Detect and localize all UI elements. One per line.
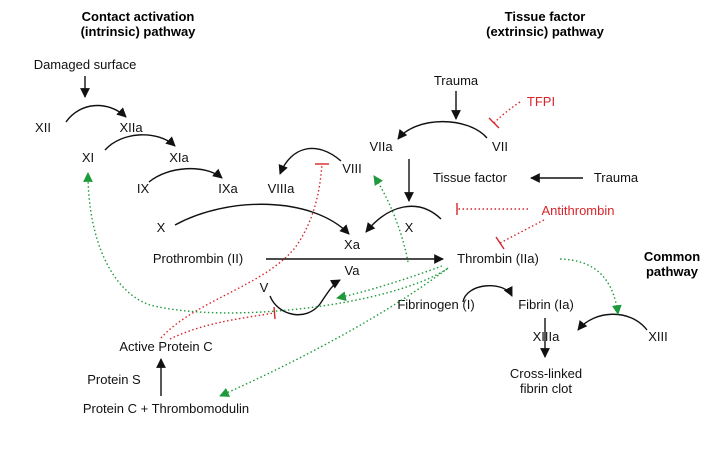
node-fibrin: Fibrin (Ia) [518,297,574,312]
node-active-protein-c: Active Protein C [119,339,212,354]
node-damaged-surface: Damaged surface [34,57,137,72]
feedback-thrombin-to-protein-c [219,267,449,397]
node-factor-viiia: VIIIa [268,181,296,196]
arrow-viii-to-viiia [278,147,342,175]
feedback-thrombin-to-v [336,265,443,302]
node-trauma-top: Trauma [434,73,479,88]
contact-pathway-title-line1: Contact activation [82,9,195,24]
node-fibrinogen: Fibrinogen (I) [397,297,474,312]
node-tfpi: TFPI [527,94,555,109]
node-factor-vii: VII [492,139,508,154]
arrow-ix-to-ixa [148,168,223,183]
node-protein-c-thrombomodulin: Protein C + Thrombomodulin [83,401,249,416]
inhibit-bar-tfpi [488,117,500,129]
arrow-x-extrinsic-to-xa [365,205,442,233]
node-factor-xiiia: XIIIa [533,329,561,344]
node-factor-viia: VIIa [369,139,393,154]
node-factor-viii: VIII [342,161,362,176]
node-factor-xi: XI [82,150,94,165]
node-factor-x-intrinsic: X [157,220,166,235]
node-thrombin: Thrombin (IIa) [457,251,539,266]
node-factor-ixa: IXa [218,181,238,196]
common-pathway-title-line2: pathway [646,264,699,279]
inhibit-apc-to-va [169,312,275,340]
node-factor-xiii: XIII [648,329,668,344]
arrow-xiii-to-xiiia [577,313,648,331]
arrow-xi-to-xia [104,134,176,151]
node-factor-v: V [260,280,269,295]
inhibit-tfpi-to-vii [493,101,521,124]
arrow-v-to-va [269,279,341,316]
node-factor-xiia: XIIa [119,120,143,135]
node-antithrombin: Antithrombin [542,203,615,218]
tissue-factor-pathway-title-line2: (extrinsic) pathway [486,24,605,39]
node-factor-va: Va [345,263,361,278]
common-pathway-title-line1: Common [644,249,700,264]
feedback-thrombin-to-xiii [559,258,622,315]
node-protein-s: Protein S [87,372,141,387]
node-factor-xii: XII [35,120,51,135]
node-clot-line2: fibrin clot [520,381,572,396]
node-clot-line1: Cross-linked [510,366,582,381]
arrow-xii-to-xiia [65,104,127,123]
node-prothrombin: Prothrombin (II) [153,251,243,266]
node-trauma-right: Trauma [594,170,639,185]
node-factor-x-extrinsic: X [405,220,414,235]
tissue-factor-pathway-title-line1: Tissue factor [505,9,586,24]
node-factor-xia: XIa [169,150,189,165]
node-factor-xa: Xa [344,237,361,252]
node-factor-ix: IX [137,181,150,196]
arrow-fibrinogen-to-fibrin [462,284,513,303]
arrow-x-intrinsic-to-xa [174,203,350,235]
arrow-vii-to-viia [397,121,488,140]
inhibit-bar-apc-va [273,306,276,320]
inhibit-bar-antithrombin-thrombin [495,236,505,250]
inhibit-antithrombin-to-thrombin [499,219,545,244]
contact-pathway-title-line2: (intrinsic) pathway [81,24,197,39]
node-tissue-factor: Tissue factor [433,170,508,185]
